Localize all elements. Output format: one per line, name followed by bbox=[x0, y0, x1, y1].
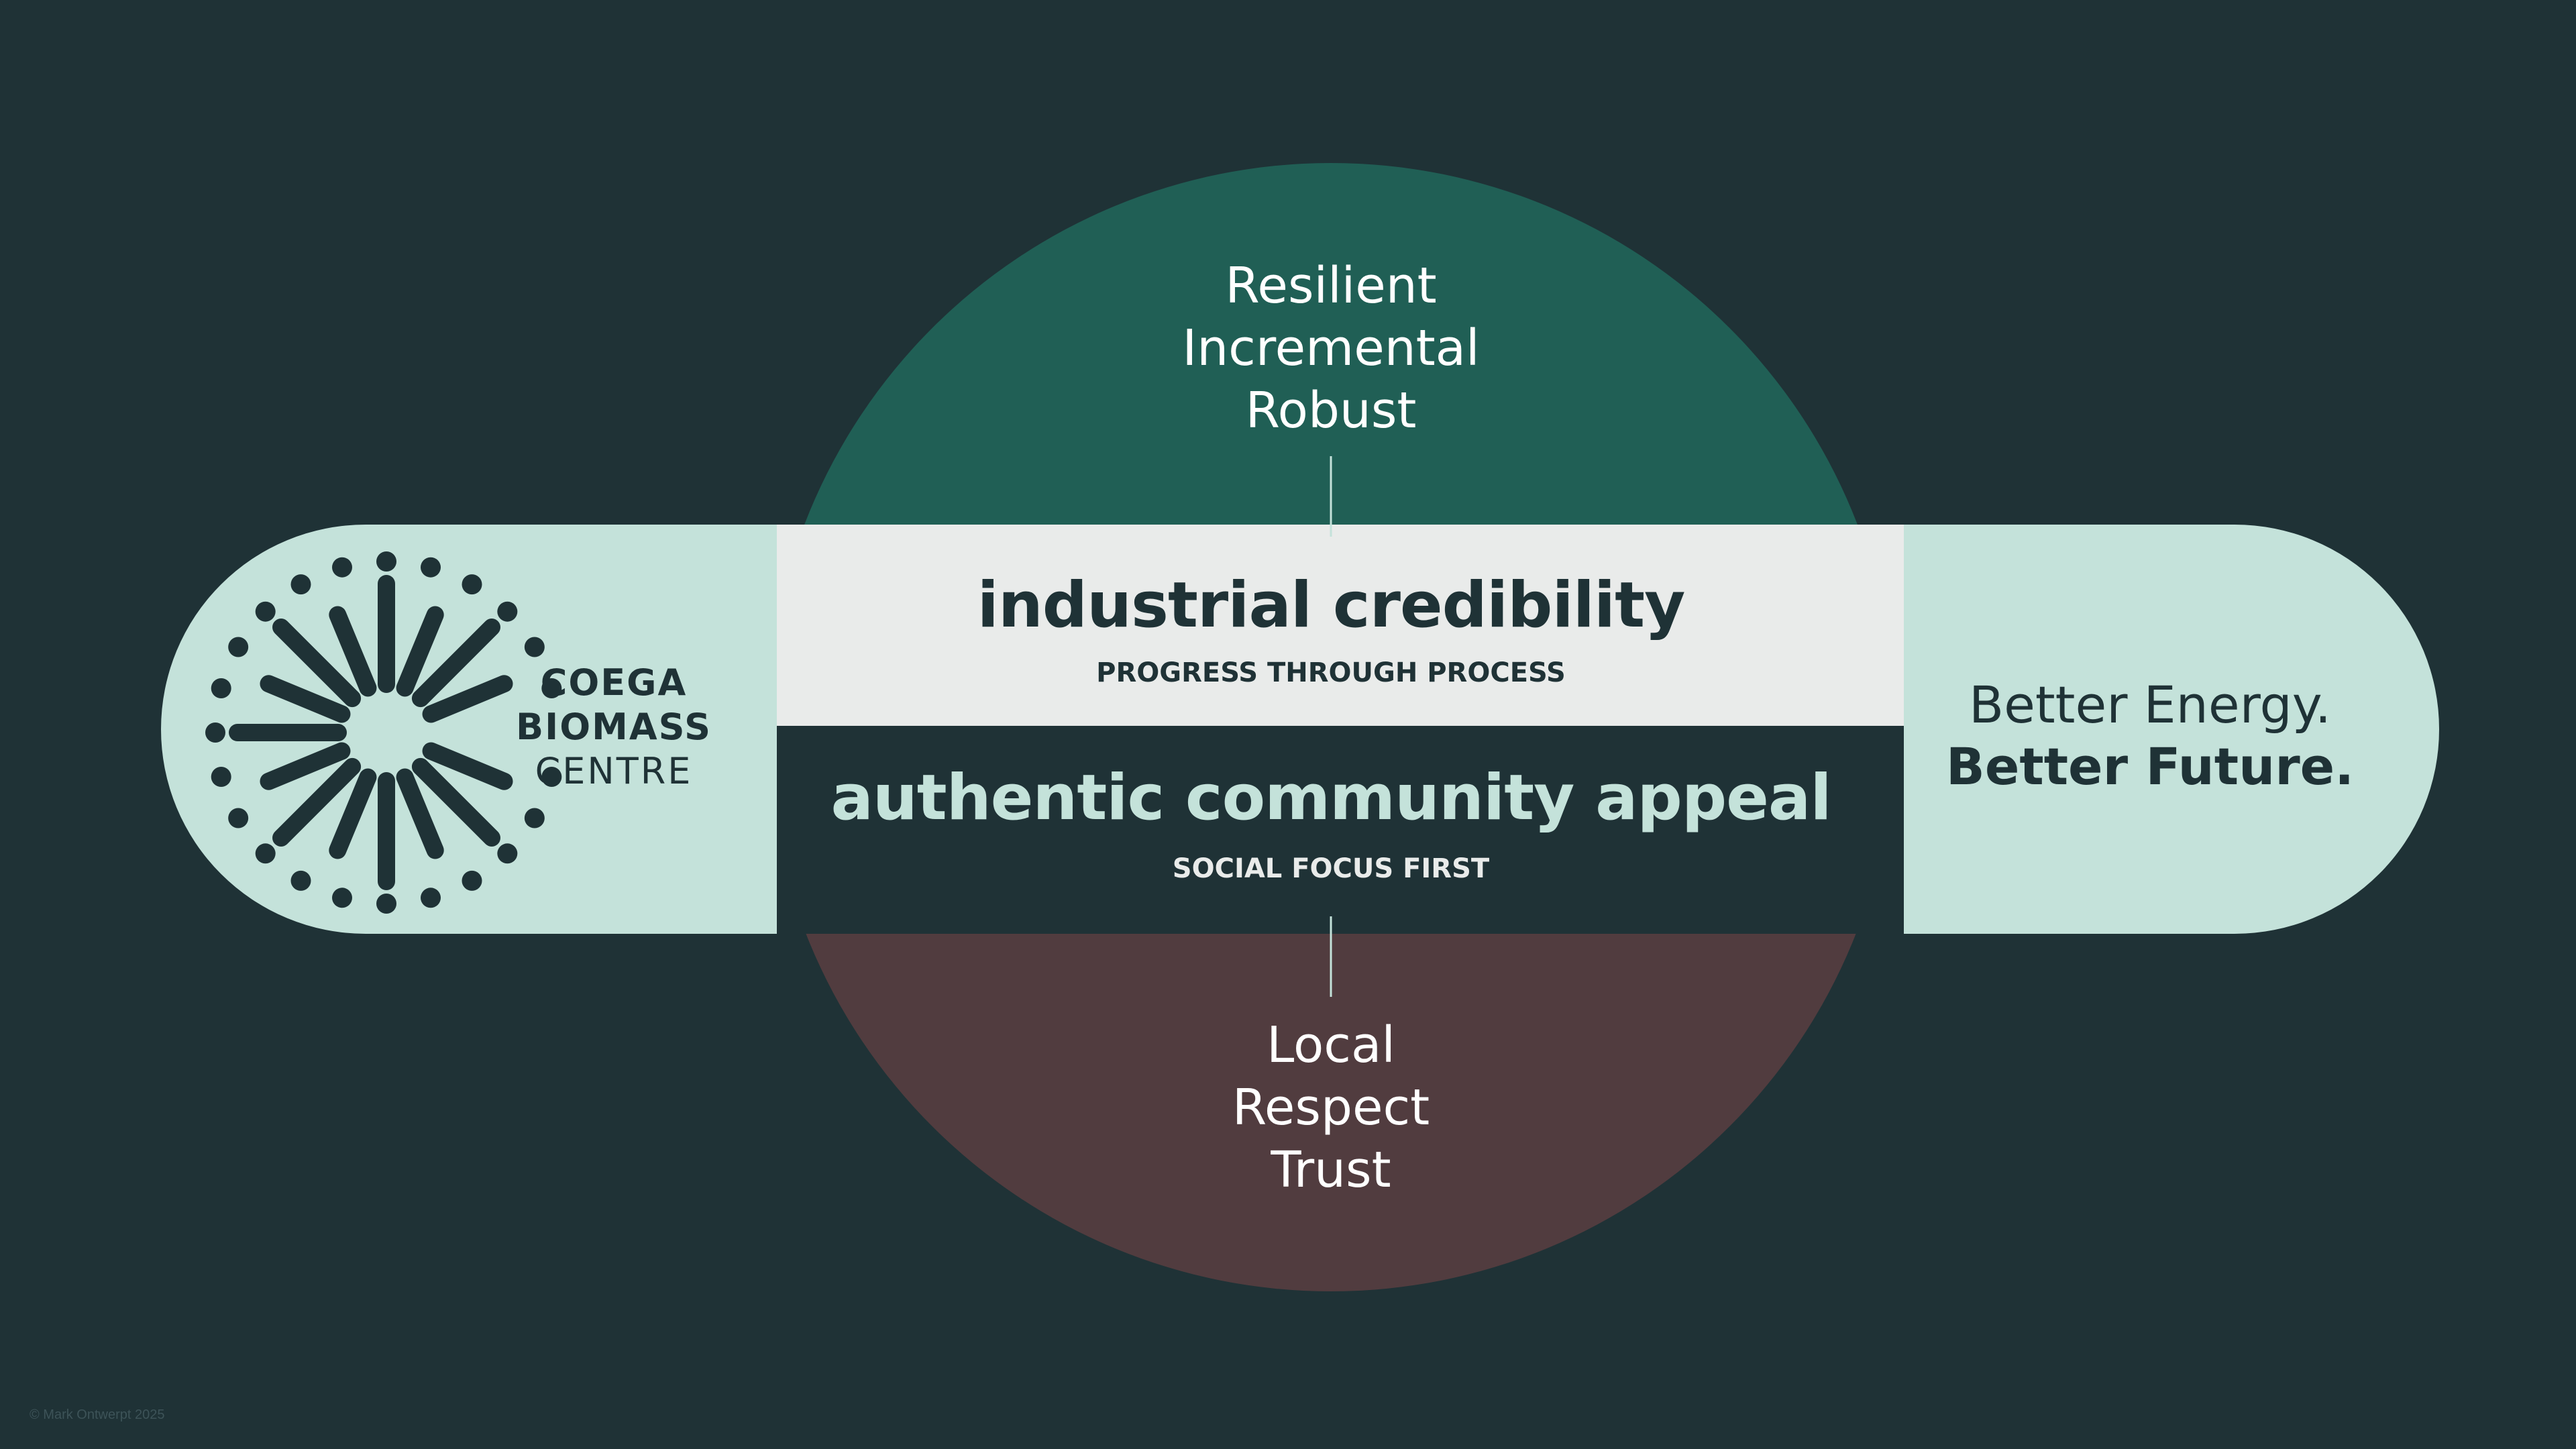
logo-dot bbox=[541, 766, 562, 787]
copyright-notice: © Mark Ontwerpt 2025 bbox=[30, 1407, 165, 1422]
top-word-3: Robust bbox=[1245, 382, 1417, 439]
industrial-credibility-subtitle: PROGRESS THROUGH PROCESS bbox=[1096, 657, 1566, 688]
logo-ray bbox=[411, 757, 500, 847]
top-word-2: Incremental bbox=[1182, 319, 1480, 377]
logo-ray bbox=[396, 768, 444, 859]
band-community-appeal bbox=[777, 726, 1904, 934]
logo-ray bbox=[422, 675, 513, 723]
logo-dot bbox=[332, 557, 353, 578]
logo-dot bbox=[290, 870, 311, 891]
band-industrial-credibility bbox=[777, 525, 1904, 726]
logo-dot bbox=[205, 722, 225, 743]
logo-dot bbox=[497, 843, 518, 864]
logo-dot bbox=[524, 637, 545, 657]
logo-ray bbox=[396, 606, 444, 697]
logo-ray bbox=[272, 757, 362, 847]
bottom-words: Local Respect Trust bbox=[1063, 1014, 1599, 1201]
community-appeal-title: authentic community appeal bbox=[830, 761, 1831, 835]
logo-dot bbox=[228, 637, 249, 657]
logo-ray bbox=[329, 606, 377, 697]
logo-ray bbox=[260, 675, 351, 723]
logo-line-coega: COEGA bbox=[540, 661, 688, 704]
logo-dot bbox=[211, 766, 231, 787]
bottom-word-1: Local bbox=[1267, 1016, 1395, 1074]
logo-dot bbox=[290, 574, 311, 595]
logo-dot bbox=[541, 678, 562, 699]
bottom-word-3: Trust bbox=[1271, 1141, 1391, 1199]
logo-wordmark: COEGA BIOMASS CENTRE bbox=[510, 661, 718, 794]
community-appeal-subtitle: SOCIAL FOCUS FIRST bbox=[1172, 853, 1490, 884]
logo-line-centre: CENTRE bbox=[535, 750, 693, 792]
tagline-line-2: Better Future. bbox=[1945, 737, 2355, 796]
logo-dot bbox=[255, 843, 276, 864]
logo-ray bbox=[260, 742, 351, 790]
logo-dot bbox=[524, 808, 545, 828]
logo-dot bbox=[332, 888, 353, 908]
logo-dot bbox=[228, 808, 249, 828]
industrial-credibility-title: industrial credibility bbox=[977, 569, 1686, 642]
logo-ray bbox=[272, 619, 362, 708]
logo-dot bbox=[497, 601, 518, 622]
logo-ray bbox=[422, 742, 513, 790]
logo-ray bbox=[329, 768, 377, 859]
logo-dot bbox=[462, 870, 482, 891]
logo-dot bbox=[255, 601, 276, 622]
bottom-word-2: Respect bbox=[1232, 1079, 1430, 1136]
logo-line-biomass: BIOMASS bbox=[515, 706, 712, 748]
tagline-line-1: Better Energy. bbox=[1968, 675, 2332, 735]
logo-dot bbox=[462, 574, 482, 595]
top-words: Resilient Incremental Robust bbox=[1063, 255, 1599, 442]
logo-dot bbox=[420, 888, 441, 908]
top-word-1: Resilient bbox=[1225, 257, 1437, 315]
logo-dot bbox=[420, 557, 441, 578]
logo-ray bbox=[411, 619, 500, 708]
logo-dot bbox=[376, 894, 396, 914]
sunburst-c-icon bbox=[205, 551, 562, 914]
logo-dot bbox=[211, 678, 231, 699]
tagline: Better Energy. Better Future. bbox=[1925, 674, 2375, 798]
logo-dot bbox=[376, 551, 396, 572]
